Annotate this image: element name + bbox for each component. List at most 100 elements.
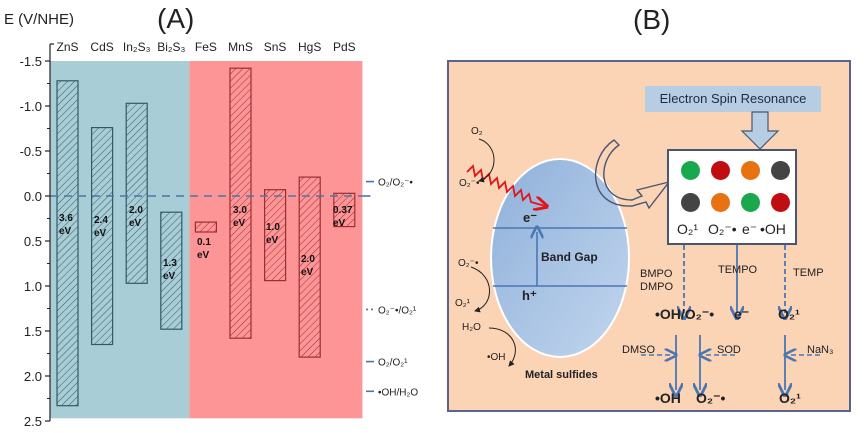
metal-sulfide-ellipse — [490, 158, 630, 358]
band-gap-label: 0.37 eV — [333, 205, 353, 229]
band-gap-label-line: 1.0 — [266, 222, 280, 233]
esr-signal-dot — [771, 161, 790, 180]
category-label: Bi₂S₃ — [157, 40, 185, 54]
final-singlet-oxygen: O₂¹ — [779, 390, 801, 406]
band-gap-label-line: eV — [333, 218, 346, 229]
detected-right: O₂¹ — [778, 306, 800, 322]
esr-signal-dot — [771, 193, 790, 212]
band-gap-label-line: 2.0 — [301, 254, 315, 265]
panel-b-diagram — [466, 111, 820, 412]
band-gap-label: 0.1 eV — [197, 237, 211, 261]
final-superoxide: O₂⁻• — [696, 390, 726, 406]
category-label: FeS — [195, 40, 217, 54]
y-tick-label: 0.5 — [24, 234, 42, 249]
band-bar-1 — [90, 126, 114, 346]
trap-label-middle: TEMPO — [718, 264, 758, 276]
band-bar-5 — [229, 67, 252, 339]
esr-signal-dot — [711, 193, 730, 212]
band-gap-label-line: eV — [233, 218, 246, 229]
species-superoxide: O₂⁻• — [708, 221, 737, 237]
detected-left: •OH/O₂⁻• — [655, 306, 715, 322]
band-gap-label-line: eV — [129, 218, 142, 229]
redox-label: O₂/O₂¹ — [378, 358, 408, 369]
trap-label-left: BMPO DMPO — [640, 268, 673, 293]
band-gap-label-line: 0.37 — [333, 205, 353, 216]
band-gap-label: 1.3 eV — [163, 258, 177, 282]
reaction-1-from: O₂ — [471, 126, 483, 137]
light-wave-icon — [466, 164, 545, 206]
category-label: In₂S₃ — [123, 40, 151, 54]
species-o2-singlet: O₂¹ — [677, 221, 698, 237]
hole-label: h⁺ — [522, 288, 537, 303]
redox-label: O₂/O₂⁻• — [378, 178, 413, 189]
reaction-arrow-2 — [470, 266, 490, 313]
band-bar-8 — [333, 192, 356, 228]
category-label: HgS — [298, 40, 321, 54]
scavenger-sod: SOD — [717, 344, 741, 356]
esr-down-arrow — [740, 111, 780, 150]
band-gap-label-line: eV — [266, 235, 279, 246]
category-label: MnS — [228, 40, 253, 54]
band-gap-label-line: eV — [94, 228, 107, 239]
esr-signal-dot — [681, 161, 700, 180]
band-bar-2 — [125, 102, 148, 284]
reaction-2-to: O₂¹ — [455, 298, 470, 309]
esr-box: Electron Spin Resonance — [645, 86, 821, 112]
band-gap-label-line: 0.1 — [197, 237, 211, 248]
band-gap-label: 1.0 eV — [266, 222, 280, 246]
y-tick-label: 1.5 — [24, 324, 42, 339]
esr-signal-dot — [741, 161, 760, 180]
band-bar-6 — [264, 189, 287, 282]
reaction-arrow-3 — [488, 327, 516, 367]
band-gap-label: 3.6 eV — [59, 213, 73, 237]
band-gap-label: 3.0 eV — [233, 205, 247, 229]
y-axis-label: E (V/NHE) — [4, 11, 74, 28]
reaction-3-to: •OH — [487, 352, 506, 363]
y-tick-label: -1.0 — [20, 99, 42, 114]
y-tick-label: 1.0 — [24, 279, 42, 294]
band-gap-label-line: eV — [59, 226, 72, 237]
trap-label-right: TEMP — [793, 267, 824, 279]
reaction-3-from: H₂O — [462, 322, 481, 333]
redox-label: •OH/H₂O — [378, 387, 418, 398]
redox-label: O₂⁻•/O₂¹ — [378, 305, 417, 316]
electron-label: e⁻ — [523, 210, 538, 225]
band-gap-label-line: 3.0 — [233, 205, 247, 216]
panel-b-label: (B) — [633, 4, 671, 35]
band-edge-chart: ZnS CdS In₂S₃ Bi₂S₃ FeS MnS SnS HgS PdS 3.6 eV 2.4 e… — [4, 3, 418, 429]
category-label: ZnS — [56, 40, 78, 54]
y-tick-label: -0.5 — [20, 144, 42, 159]
y-tick-label: 0.0 — [24, 189, 42, 204]
band-gap-label: 2.0 eV — [129, 205, 143, 229]
band-bar-3 — [160, 211, 183, 330]
metal-sulfides-label: Metal sulfides — [525, 369, 598, 381]
band-gap-label: Band Gap — [541, 250, 598, 264]
scavenger-nan3: NaN₃ — [807, 344, 834, 356]
curved-transfer-arrow — [594, 139, 671, 210]
species-electron: e⁻ — [742, 221, 758, 237]
esr-signal-dot — [741, 193, 760, 212]
esr-detection-box: O₂¹ O₂⁻• e⁻ •OH — [667, 149, 797, 245]
category-label: CdS — [90, 40, 113, 54]
species-hydroxyl: •OH — [760, 221, 786, 237]
y-tick-label: -1.5 — [20, 54, 42, 69]
band-gap-label-line: 3.6 — [59, 213, 73, 224]
scavenger-dmso: DMSO — [622, 344, 655, 356]
y-tick-label: 2.0 — [24, 369, 42, 384]
esr-signal-dot — [681, 193, 700, 212]
band-gap-label-line: eV — [163, 271, 176, 282]
category-label: PdS — [333, 40, 356, 54]
y-tick-label: 2.5 — [24, 414, 42, 429]
band-gap-label-line: eV — [197, 250, 210, 261]
band-gap-label-line: 1.3 — [163, 258, 177, 269]
esr-signal-dot — [711, 161, 730, 180]
category-label: SnS — [264, 40, 287, 54]
band-gap-label-line: 2.0 — [129, 205, 143, 216]
final-hydroxyl: •OH — [655, 390, 681, 406]
panel-a-label: (A) — [157, 3, 194, 34]
band-gap-label-line: 2.4 — [94, 215, 108, 226]
band-bar-0 — [56, 80, 79, 407]
reaction-2-from: O₂⁻• — [458, 258, 479, 269]
band-bar-4 — [194, 221, 217, 233]
